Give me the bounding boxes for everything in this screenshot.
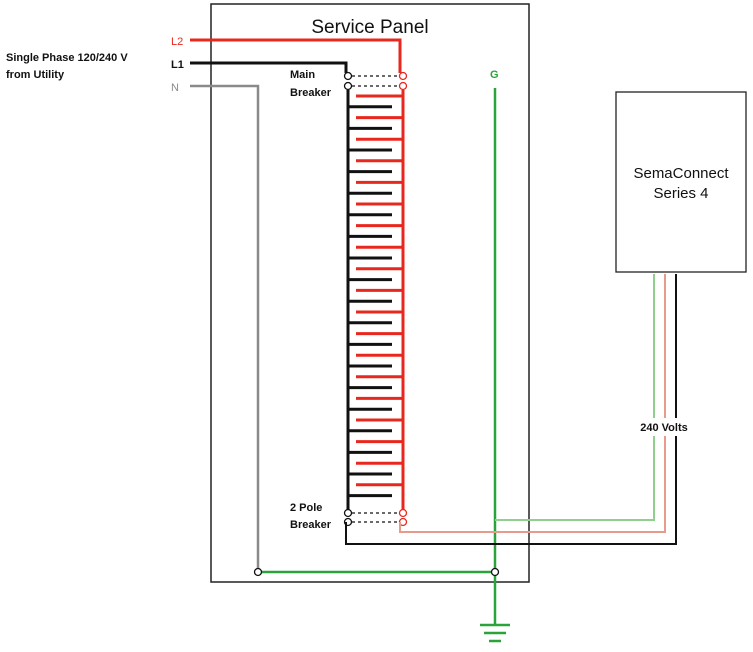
voltage-label-bg — [630, 418, 698, 436]
neutral-wire — [190, 84, 260, 572]
bus-fingers — [348, 94, 403, 498]
l1-label: L1 — [171, 59, 184, 71]
l2-label: L2 — [171, 36, 183, 48]
l1-wire — [190, 61, 348, 73]
utility-label-line1: Single Phase 120/240 V — [6, 52, 128, 64]
device-label-line1: SemaConnect — [633, 165, 729, 182]
two-pole-breaker-label-line2: Breaker — [290, 519, 332, 531]
two-pole-breaker-symbol — [343, 508, 408, 527]
service-panel-title: Service Panel — [311, 17, 428, 38]
main-breaker-label-line2: Breaker — [290, 87, 332, 99]
main-breaker-symbol — [343, 71, 408, 91]
device-label-line2: Series 4 — [653, 185, 708, 202]
semaconnect-box — [615, 91, 747, 273]
service-panel-box — [210, 3, 530, 583]
earth-ground-icon — [480, 623, 510, 643]
g-label: G — [490, 69, 499, 81]
l2-wire — [190, 38, 402, 73]
device-l1-wire — [345, 274, 677, 545]
device-l2-wire — [399, 274, 666, 533]
utility-label-line2: from Utility — [6, 69, 65, 81]
ground-bond-node — [490, 567, 500, 577]
n-label: N — [171, 82, 179, 94]
device-ground-wire — [495, 274, 655, 521]
neutral-bond-node — [253, 567, 263, 577]
two-pole-breaker-label-line1: 2 Pole — [290, 502, 322, 514]
main-breaker-label-line1: Main — [290, 69, 315, 81]
voltage-label: 240 Volts — [640, 422, 688, 434]
